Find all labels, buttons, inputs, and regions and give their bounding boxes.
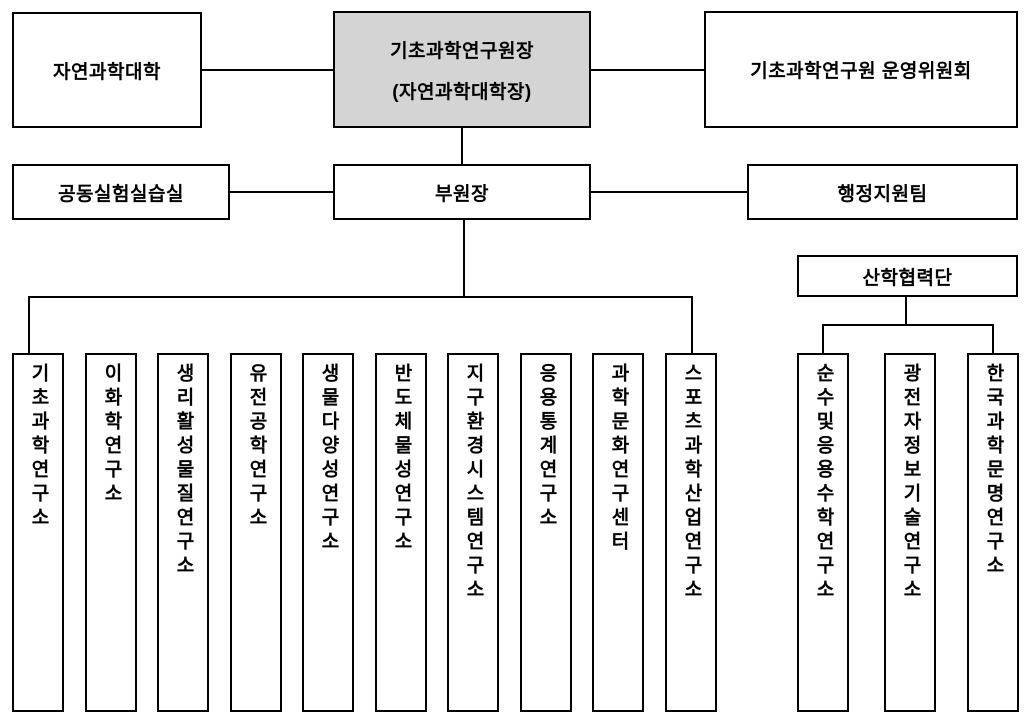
- connector-sharedlab-vice: [230, 191, 333, 193]
- connector-vice-down: [463, 220, 465, 298]
- institute-box-biodiversity: 생물다양성연구소: [302, 353, 354, 712]
- connector-bus-first-institute: [28, 296, 30, 353]
- institute-box-genetic-engineering: 유전공학연구소: [230, 353, 282, 712]
- institute-box-physical-chemistry: 이화학연구소: [85, 353, 137, 712]
- connector-coop-bus: [822, 324, 994, 326]
- institute-label: 반도체물성연구소: [391, 363, 412, 555]
- institute-label: 생물다양성연구소: [318, 363, 339, 555]
- connector-college-director: [202, 69, 333, 71]
- admin-team-box: 행정지원팀: [747, 164, 1018, 220]
- connector-vice-adminteam: [591, 191, 747, 193]
- institute-label: 광전자정보기술연구소: [900, 363, 921, 603]
- institute-box-pure-applied-math: 순수및응용수학연구소: [797, 353, 849, 712]
- director-title: 기초과학연구원장: [390, 40, 534, 62]
- institute-label: 유전공학연구소: [246, 363, 267, 531]
- industry-cooperation-box: 산학협력단: [797, 255, 1018, 297]
- shared-lab-box: 공동실험실습실: [12, 164, 230, 220]
- institute-label: 생리활성물질연구소: [173, 363, 194, 579]
- institute-label: 순수및응용수학연구소: [813, 363, 834, 603]
- institute-box-basic-science: 기초과학연구소: [12, 353, 64, 712]
- director-subtitle: (자연과학대학장): [392, 81, 532, 103]
- connector-coopbus-left-institute: [822, 324, 824, 353]
- institute-label: 지구환경시스템연구소: [463, 363, 484, 603]
- connector-director-vice: [461, 128, 463, 164]
- institute-box-sports-science-industry: 스포츠과학산업연구소: [665, 353, 717, 712]
- director-box: 기초과학연구원장 (자연과학대학장): [333, 11, 591, 128]
- institute-box-semiconductor-physics: 반도체물성연구소: [375, 353, 427, 712]
- institute-box-earth-environment-systems: 지구환경시스템연구소: [447, 353, 499, 712]
- connector-bus-last-institute: [691, 296, 693, 353]
- institute-label: 응용통계연구소: [536, 363, 557, 531]
- institute-box-korean-science-civilization: 한국과학문명연구소: [967, 353, 1019, 712]
- connector-director-committee: [591, 69, 704, 71]
- institute-box-optoelectronic-info-tech: 광전자정보기술연구소: [884, 353, 936, 712]
- connector-coopbus-right-institute: [992, 324, 994, 353]
- vice-director-box: 부원장: [333, 164, 591, 220]
- institute-box-science-culture: 과학문화연구센터: [592, 353, 644, 712]
- institute-label: 한국과학문명연구소: [983, 363, 1004, 579]
- institute-label: 이화학연구소: [101, 363, 122, 507]
- institute-box-applied-statistics: 응용통계연구소: [520, 353, 572, 712]
- committee-box: 기초과학연구원 운영위원회: [704, 11, 1018, 128]
- institute-label: 기초과학연구소: [28, 363, 49, 531]
- institute-label: 스포츠과학산업연구소: [681, 363, 702, 603]
- institute-label: 과학문화연구센터: [608, 363, 629, 555]
- connector-institutes-bus: [28, 296, 693, 298]
- connector-industrycoop-down: [905, 297, 907, 326]
- institute-box-bioactive-substances: 생리활성물질연구소: [157, 353, 209, 712]
- college-box: 자연과학대학: [12, 12, 202, 128]
